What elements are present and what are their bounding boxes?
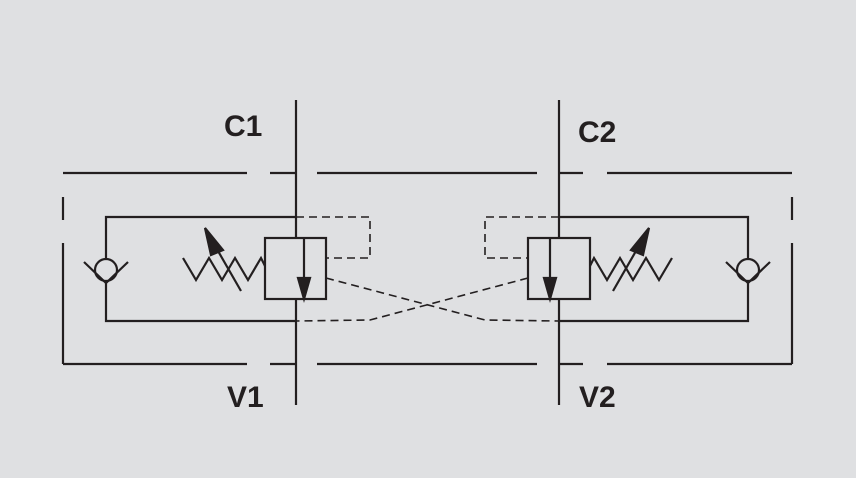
port-label-c2: C2 xyxy=(578,116,617,149)
port-label-v1: V1 xyxy=(227,381,264,414)
valve-left-icon xyxy=(263,236,328,304)
check-valve-left-icon xyxy=(83,257,129,285)
pilot-lines xyxy=(295,216,560,322)
adjustable-spring-left-icon xyxy=(182,227,266,292)
check-valve-right-icon xyxy=(725,257,771,285)
port-label-v2: V2 xyxy=(579,381,616,414)
valve-right-icon xyxy=(526,236,592,304)
housing-outline xyxy=(61,171,794,366)
port-label-c1: C1 xyxy=(224,110,263,143)
adjustable-spring-right-icon xyxy=(589,227,673,292)
